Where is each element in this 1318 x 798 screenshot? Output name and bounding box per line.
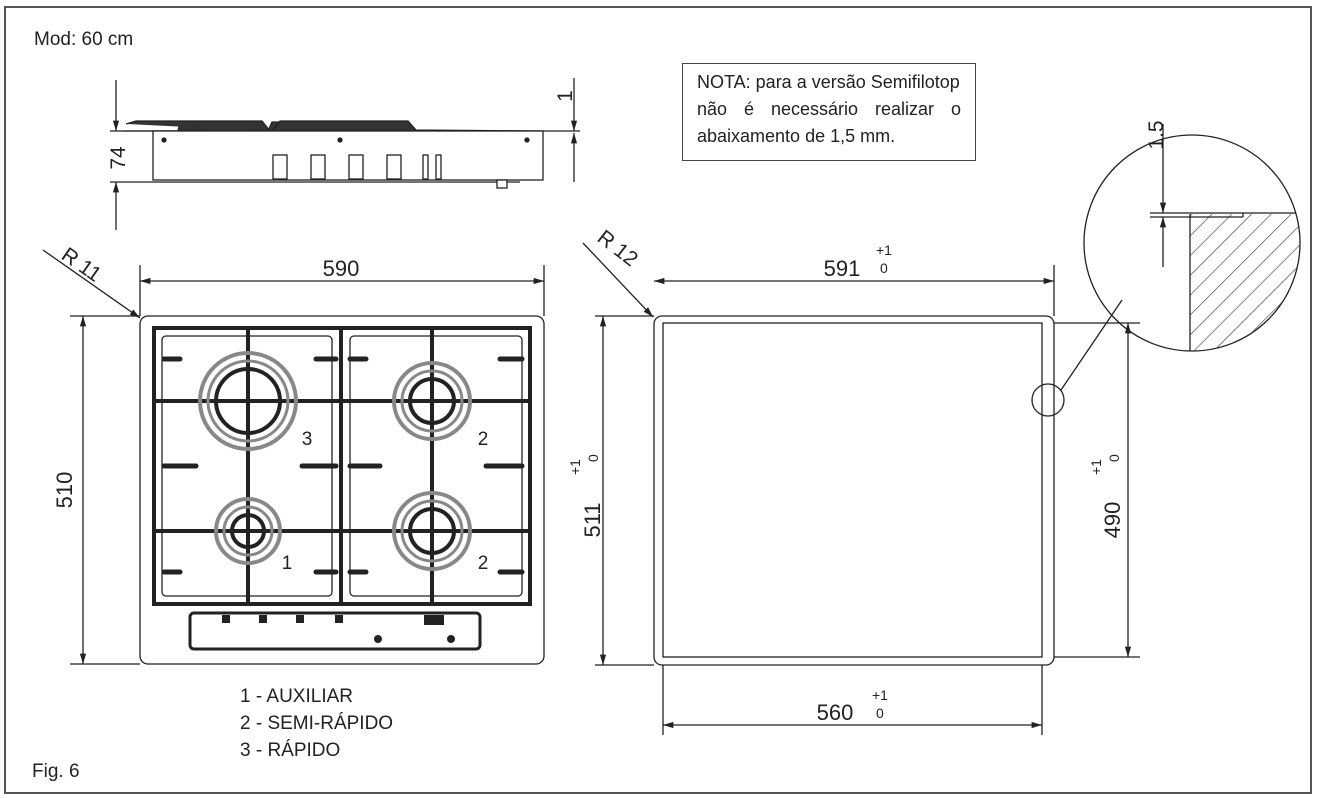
burner-semi-rapid-bottom <box>392 491 472 571</box>
figure-frame <box>4 6 1312 794</box>
legend-item: 2 - SEMI-RÁPIDO <box>240 713 394 734</box>
tolerance-lower: 0 <box>585 454 601 462</box>
note-line: não é necessário realizar o <box>697 99 961 119</box>
control-knobs <box>222 615 455 643</box>
burner-semi-rapid-top <box>392 361 472 441</box>
detail-recess-dim: 1.5 <box>1145 120 1168 149</box>
legend-item: 1 - AUXILIAR <box>240 686 353 707</box>
side-height-dim: 74 <box>107 146 130 170</box>
detail-view <box>1083 124 1301 352</box>
burner-auxiliary <box>214 497 282 565</box>
note-line: NOTA: para a versão Semifilotop <box>697 72 960 92</box>
note-line: abaixamento de 1,5 mm. <box>697 126 896 146</box>
side-offset-dim: 1 <box>554 90 577 102</box>
tolerance-lower: 0 <box>876 705 884 721</box>
tolerance-lower: 0 <box>880 260 888 276</box>
model-label: Mod: 60 cm <box>34 29 134 50</box>
cutout-outer-depth: 511 <box>580 502 605 537</box>
burner-number: 3 <box>302 429 313 450</box>
cutout-inner-width: 560 <box>817 700 854 725</box>
cutout-inner-depth: 490 <box>1100 502 1125 539</box>
cutout-outer-width: 591 <box>824 256 861 281</box>
tolerance-upper: +1 <box>567 459 583 475</box>
burner-number: 1 <box>282 553 293 574</box>
cutout-radius-label: R 12 <box>593 226 642 271</box>
burner-number: 2 <box>478 553 489 574</box>
tolerance-upper: +1 <box>872 687 888 703</box>
burner-rapid <box>198 351 298 451</box>
side-view <box>110 78 580 230</box>
tolerance-lower: 0 <box>1106 454 1122 462</box>
hob-radius-label: R 11 <box>57 243 105 286</box>
hob-top-view <box>42 249 545 665</box>
note-box: NOTA: para a versão Semifilotop não é ne… <box>682 63 976 161</box>
hob-depth-dim: 510 <box>52 472 77 509</box>
legend-item: 3 - RÁPIDO <box>240 740 341 761</box>
burner-legend: 1 - AUXILIAR 2 - SEMI-RÁPIDO 3 - RÁPIDO <box>240 683 393 764</box>
tolerance-upper: +1 <box>1088 459 1104 475</box>
control-panel <box>188 611 482 651</box>
burner-number: 2 <box>478 429 489 450</box>
tolerance-upper: +1 <box>876 242 892 258</box>
cutout-view <box>582 242 1140 735</box>
figure-label: Fig. 6 <box>32 761 80 782</box>
hob-width-dim: 590 <box>323 256 360 281</box>
